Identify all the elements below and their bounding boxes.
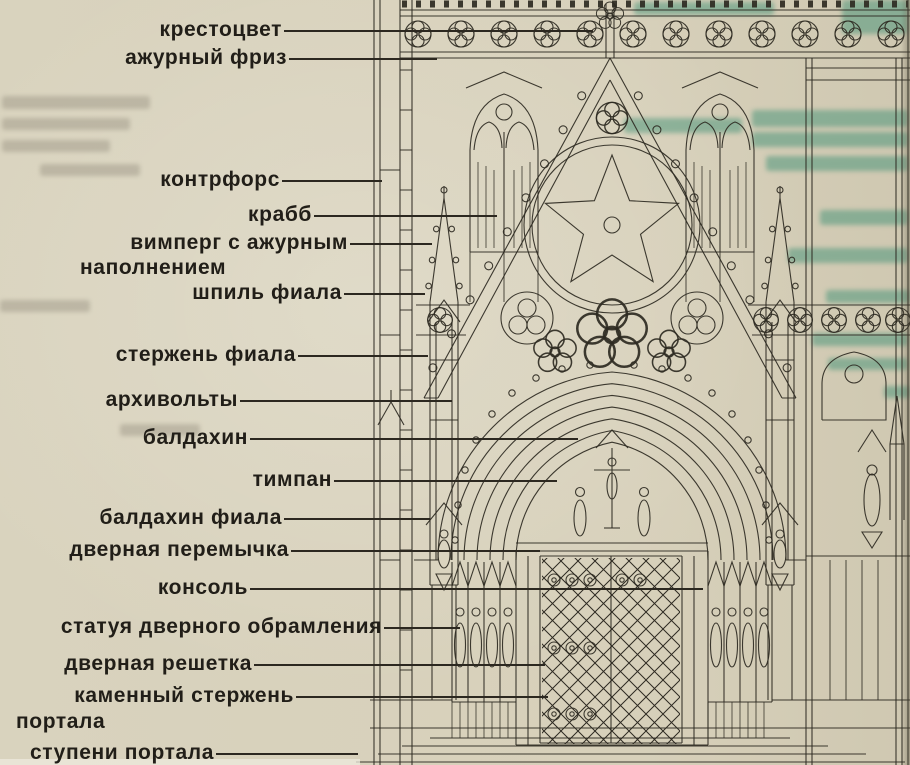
leader-line bbox=[291, 550, 540, 552]
label-pinnacle-spire: шпиль фиала bbox=[192, 281, 342, 304]
right-pinnacle bbox=[761, 186, 799, 700]
label-door-grille: дверная решетка bbox=[64, 652, 252, 675]
label-archivolts: архивольты bbox=[105, 388, 238, 411]
leader-line bbox=[298, 355, 428, 357]
leader-line bbox=[314, 215, 497, 217]
openwork-frieze bbox=[400, 0, 910, 59]
label-portal-stone-shaft-line2: портала bbox=[16, 710, 106, 733]
leader-line bbox=[334, 480, 557, 482]
leader-line bbox=[289, 58, 437, 60]
label-canopy: балдахин bbox=[142, 426, 248, 449]
label-tympanum: тимпан bbox=[252, 468, 332, 491]
wimperg-gable bbox=[423, 57, 797, 399]
crockets bbox=[428, 91, 792, 373]
leader-line bbox=[250, 588, 703, 590]
gable-tracery bbox=[500, 101, 724, 373]
label-portal-stone-shaft-line1: каменный стержень bbox=[74, 684, 294, 707]
label-wimperg-line2: наполнением bbox=[80, 256, 227, 279]
label-cross-flower: крестоцвет bbox=[159, 18, 282, 41]
portal-steps bbox=[356, 699, 910, 763]
leader-line bbox=[296, 696, 548, 698]
leader-line bbox=[282, 180, 382, 182]
label-buttress: контрфорс bbox=[160, 168, 280, 191]
leader-line bbox=[250, 438, 578, 440]
label-portal-steps: ступени портала bbox=[29, 741, 214, 764]
leader-line bbox=[284, 518, 430, 520]
jamb-statues bbox=[451, 560, 773, 738]
cross-flower-finial bbox=[595, 1, 625, 58]
buttress bbox=[373, 0, 413, 765]
label-wimperg-line1: вимперг с ажурным bbox=[130, 231, 348, 254]
door-ironwork-scrolls bbox=[547, 573, 647, 721]
label-pinnacle-shaft: стержень фиала bbox=[115, 343, 296, 366]
leader-line bbox=[216, 753, 358, 755]
tympanum bbox=[573, 429, 651, 537]
page-edge-shadow bbox=[901, 0, 910, 765]
page-bottom-edge bbox=[0, 759, 360, 765]
label-jamb-statue: статуя дверного обрамления bbox=[60, 615, 382, 638]
archivolts bbox=[414, 361, 806, 561]
leader-line bbox=[240, 400, 452, 402]
label-crocket: крабб bbox=[248, 203, 312, 226]
right-bay bbox=[805, 0, 910, 765]
label-door-lintel: дверная перемычка bbox=[69, 538, 289, 561]
leader-line bbox=[254, 664, 545, 666]
leader-line bbox=[344, 293, 425, 295]
leader-line bbox=[284, 30, 593, 32]
label-pinnacle-canopy: балдахин фиала bbox=[99, 506, 282, 529]
door-lintel bbox=[516, 542, 708, 552]
label-openwork-frieze: ажурный фриз bbox=[125, 46, 287, 69]
leader-line bbox=[350, 243, 432, 245]
label-console: консоль bbox=[157, 576, 248, 599]
leader-line bbox=[384, 627, 460, 629]
